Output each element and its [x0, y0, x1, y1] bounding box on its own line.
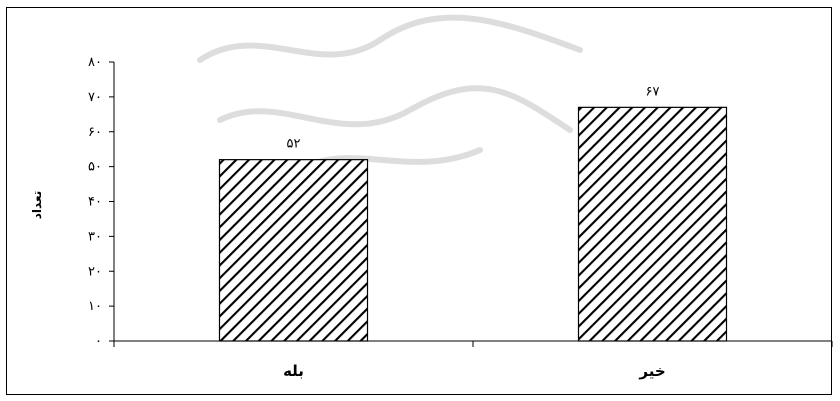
y-tick-label: ۸۰	[88, 55, 102, 70]
bar-2	[577, 106, 728, 342]
y-tick-label: ۲۰	[88, 264, 102, 279]
x-category-label: بله	[283, 362, 304, 380]
bar-value-label: ۶۷	[646, 84, 660, 99]
y-tick-label: ۴۰	[88, 195, 102, 210]
y-tick-label: ۵۰	[88, 160, 102, 175]
y-axis-title: تعداد	[30, 191, 44, 219]
y-tick-label: ۰	[95, 334, 102, 349]
y-tick-label: ۳۰	[88, 229, 102, 244]
y-tick-label: ۶۰	[88, 125, 102, 140]
y-tick-label: ۱۰	[88, 299, 102, 314]
y-tick-label: ۷۰	[88, 90, 102, 105]
bar-value-label: ۵۲	[287, 137, 301, 152]
x-category-label: خیر	[638, 362, 665, 380]
bar-1	[218, 159, 369, 342]
